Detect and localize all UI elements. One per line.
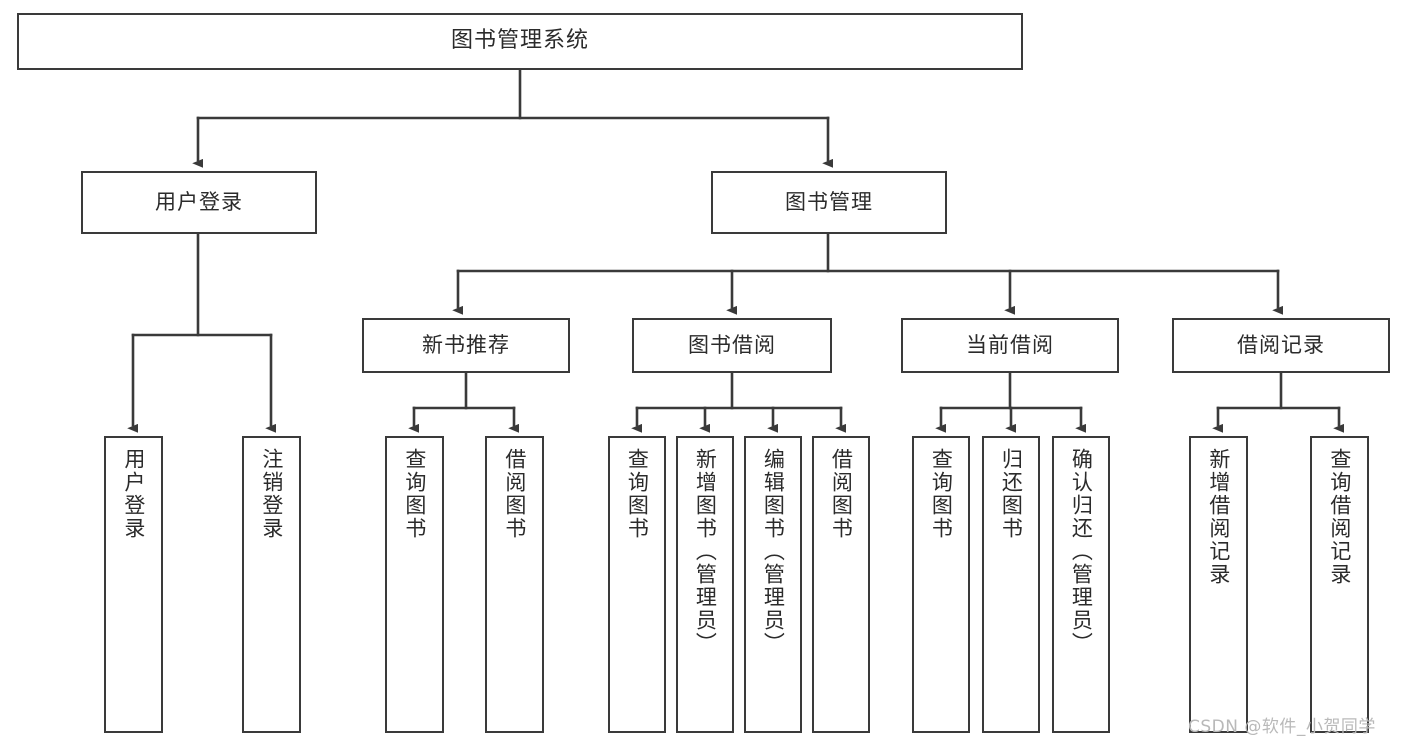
node-leaf-user-logout-label: 注销登录 — [259, 448, 284, 540]
node-book-borrow-label: 图书借阅 — [688, 332, 776, 357]
node-root[interactable]: 图书管理系统 — [17, 13, 1023, 70]
node-borrow-record[interactable]: 借阅记录 — [1172, 318, 1390, 373]
node-leaf-borrow-book-label: 借阅图书 — [829, 448, 854, 540]
node-leaf-return-book-label: 归还图书 — [999, 448, 1024, 540]
node-root-label: 图书管理系统 — [450, 28, 589, 54]
node-leaf-user-login-label: 用户登录 — [121, 448, 146, 540]
node-leaf-query-record[interactable]: 查询借阅记录 — [1310, 436, 1369, 733]
node-leaf-return-book[interactable]: 归还图书 — [982, 436, 1040, 733]
node-leaf-query-book-borrow[interactable]: 查询图书 — [608, 436, 666, 733]
node-book-borrow[interactable]: 图书借阅 — [632, 318, 832, 373]
node-current-borrow[interactable]: 当前借阅 — [901, 318, 1119, 373]
node-user-login[interactable]: 用户登录 — [81, 171, 317, 234]
node-leaf-borrow-book-rec-label: 借阅图书 — [502, 448, 527, 540]
node-leaf-add-book[interactable]: 新增图书（管理员） — [676, 436, 734, 733]
node-book-manage[interactable]: 图书管理 — [711, 171, 947, 234]
node-new-book-recommend[interactable]: 新书推荐 — [362, 318, 570, 373]
node-leaf-confirm-return[interactable]: 确认归还（管理员） — [1052, 436, 1110, 733]
node-leaf-user-logout[interactable]: 注销登录 — [242, 436, 301, 733]
node-leaf-confirm-return-label: 确认归还（管理员） — [1069, 448, 1094, 655]
node-borrow-record-label: 借阅记录 — [1237, 332, 1325, 357]
node-book-manage-label: 图书管理 — [785, 189, 873, 214]
node-leaf-edit-book[interactable]: 编辑图书（管理员） — [744, 436, 802, 733]
node-leaf-add-book-label: 新增图书（管理员） — [693, 448, 718, 655]
node-leaf-query-book-cur-label: 查询图书 — [929, 448, 954, 540]
node-leaf-borrow-book[interactable]: 借阅图书 — [812, 436, 870, 733]
node-current-borrow-label: 当前借阅 — [966, 332, 1054, 357]
node-leaf-edit-book-label: 编辑图书（管理员） — [761, 448, 786, 655]
node-leaf-query-book-cur[interactable]: 查询图书 — [912, 436, 970, 733]
node-leaf-add-record[interactable]: 新增借阅记录 — [1189, 436, 1248, 733]
node-new-book-recommend-label: 新书推荐 — [422, 332, 510, 357]
node-leaf-add-record-label: 新增借阅记录 — [1206, 448, 1231, 586]
node-leaf-query-book-rec[interactable]: 查询图书 — [385, 436, 444, 733]
csdn-watermark: CSDN @软件_小贺同学 — [1188, 717, 1376, 737]
node-leaf-query-record-label: 查询借阅记录 — [1327, 448, 1352, 586]
node-user-login-label: 用户登录 — [155, 189, 243, 214]
node-leaf-query-book-borrow-label: 查询图书 — [625, 448, 650, 540]
node-leaf-query-book-rec-label: 查询图书 — [402, 448, 427, 540]
node-leaf-user-login[interactable]: 用户登录 — [104, 436, 163, 733]
node-leaf-borrow-book-rec[interactable]: 借阅图书 — [485, 436, 544, 733]
